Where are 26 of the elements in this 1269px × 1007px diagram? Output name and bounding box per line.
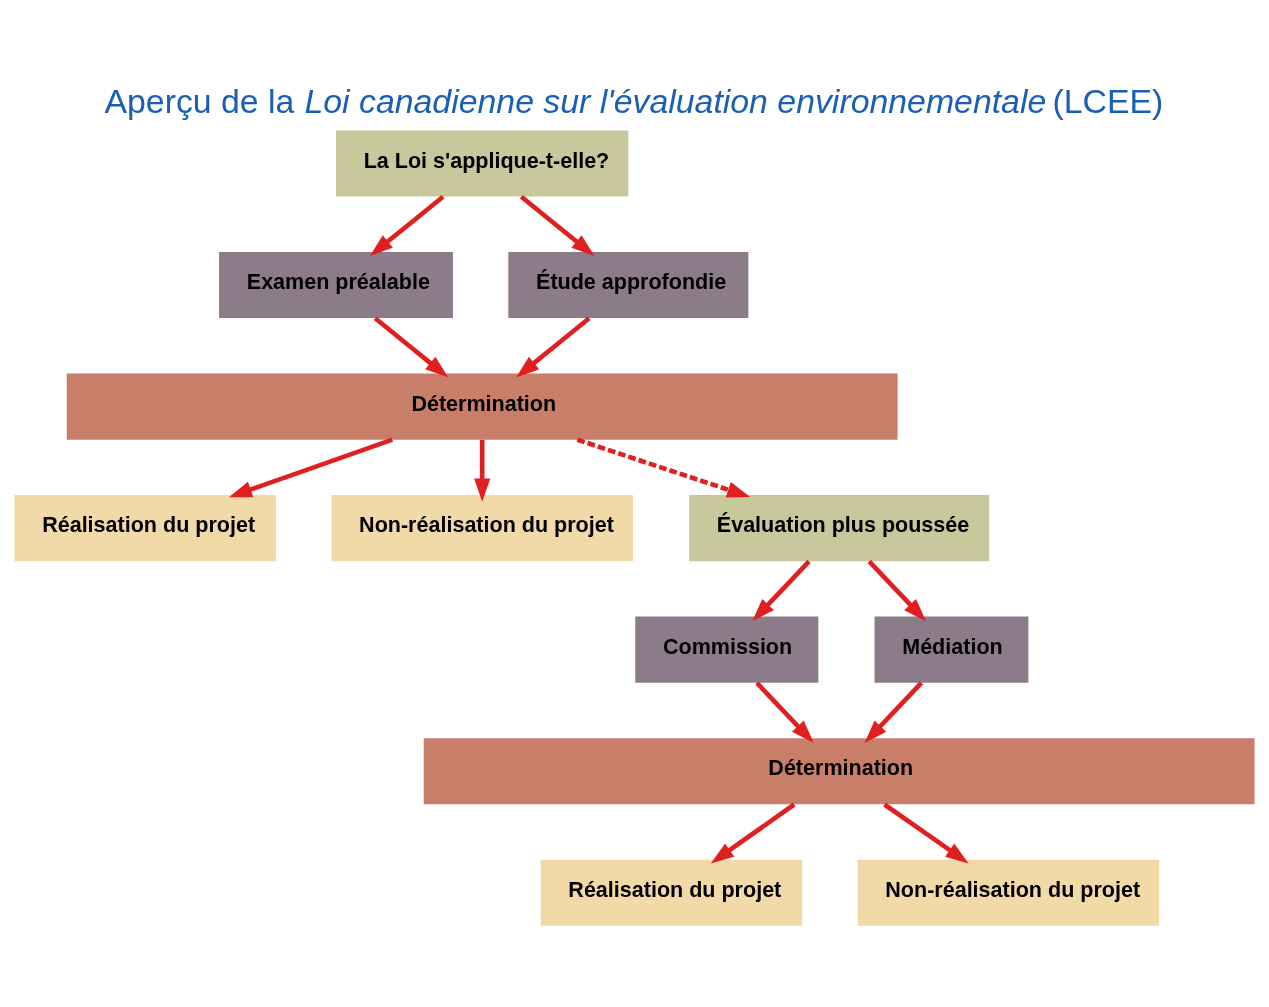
node-box: Détermination — [423, 738, 1255, 805]
node-box: Non-réalisation du projet — [857, 859, 1160, 926]
node-box: Médiation — [874, 616, 1029, 683]
node-box: Examen préalable — [219, 251, 453, 319]
node-box: Commission — [635, 616, 819, 683]
arrow — [883, 802, 969, 864]
arrow — [519, 194, 595, 257]
arrow — [516, 316, 591, 378]
node-box: Évaluation plus poussée — [689, 495, 990, 562]
node-box: Réalisation du projet — [14, 495, 276, 562]
arrow — [752, 559, 811, 622]
node-box: Détermination — [66, 373, 898, 440]
arrow — [369, 194, 445, 257]
arrow — [373, 316, 449, 378]
arrow — [755, 681, 814, 743]
arrow — [228, 437, 394, 498]
arrow — [576, 437, 751, 498]
arrow — [474, 439, 491, 502]
node-box: Réalisation du projet — [540, 859, 803, 926]
node-box: Non-réalisation du projet — [331, 495, 633, 562]
arrow — [864, 681, 924, 743]
node-box: Étude approfondie — [508, 251, 749, 319]
arrow — [710, 802, 796, 864]
node-box: La Loi s'applique-t-elle? — [336, 130, 629, 197]
diagram-title: Aperçu de la Loi canadienne sur l'évaluation environnementale (LCEE) — [104, 81, 1164, 120]
arrow — [867, 559, 927, 622]
